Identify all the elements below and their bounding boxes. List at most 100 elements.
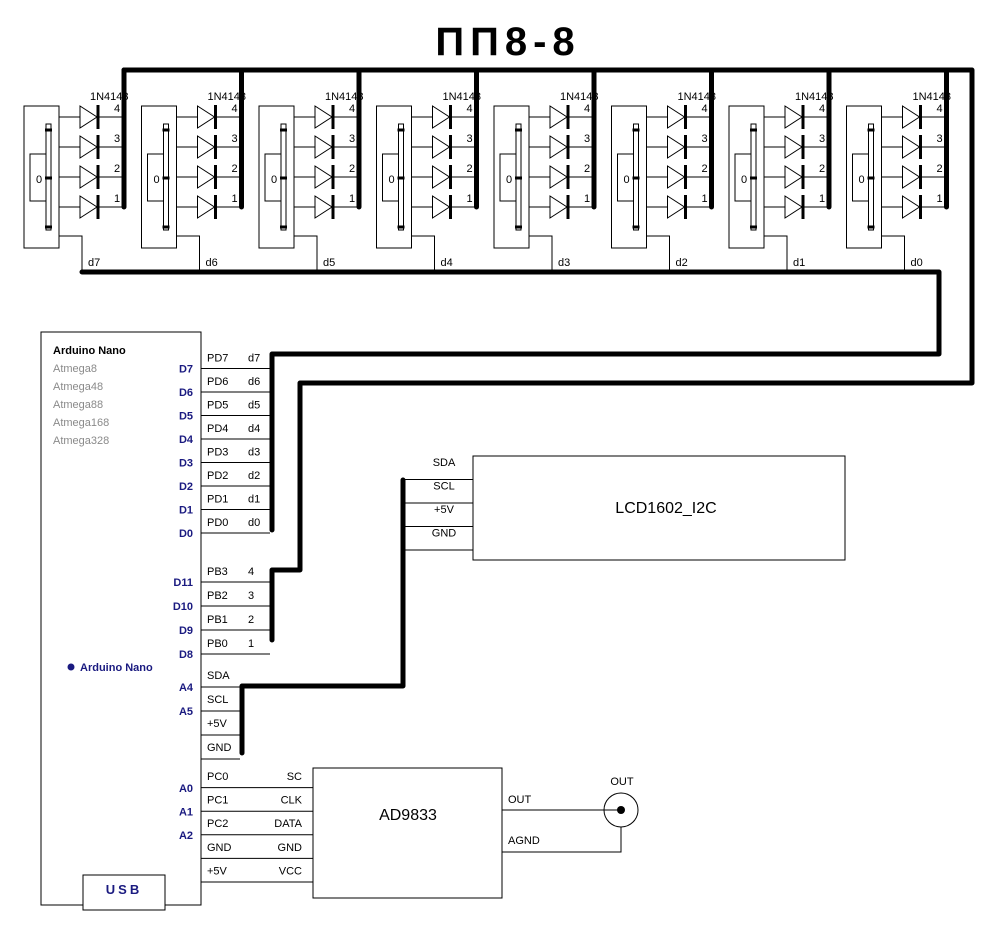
arduino-pin-label: D10 xyxy=(173,601,193,613)
switch-contact xyxy=(750,176,757,180)
pin-port-label: SCL xyxy=(207,694,228,706)
switch-contact xyxy=(45,128,52,132)
diode-icon xyxy=(314,195,333,219)
switch-contact xyxy=(515,225,522,229)
data-line-wire xyxy=(294,235,318,272)
top-bus xyxy=(121,67,975,643)
pin-net-label: d5 xyxy=(248,400,260,412)
diode-icon xyxy=(667,135,686,159)
diode-pin-label: 2 xyxy=(349,163,355,175)
mcu-variant: Atmega168 xyxy=(53,417,109,429)
pin-net-label: 4 xyxy=(248,566,254,578)
dds-agnd-label: AGND xyxy=(508,835,540,847)
switch-position-label: 0 xyxy=(859,174,865,186)
diode-icon xyxy=(432,105,451,129)
dds-agnd-wire xyxy=(502,827,622,853)
arduino-pin-label: D0 xyxy=(179,528,193,540)
arduino-nano: Arduino Nano Atmega8Atmega48Atmega88Atme… xyxy=(40,331,313,911)
switch-position-label: 0 xyxy=(624,174,630,186)
diode-part-label: 1N4148 xyxy=(208,91,247,103)
diode-icon xyxy=(784,195,803,219)
diode-icon xyxy=(549,195,568,219)
diode-part-label: 1N4148 xyxy=(560,91,599,103)
bus-wires xyxy=(239,477,406,756)
diode-icon xyxy=(902,195,921,219)
arduino-pin-label: D2 xyxy=(179,481,193,493)
diode-icon xyxy=(197,105,216,129)
diode-pin-label: 1 xyxy=(702,193,708,205)
diode-icon xyxy=(79,135,98,159)
pin-port-label: PB2 xyxy=(207,590,228,602)
diode-icon xyxy=(902,165,921,189)
diode-pin-label: 2 xyxy=(232,163,238,175)
diode-pin-label: 4 xyxy=(702,103,708,115)
diode-pin-label: 3 xyxy=(232,133,238,145)
pin-port-label: PD0 xyxy=(207,517,228,529)
diode-pin-label: 1 xyxy=(232,193,238,205)
diode-pin-label: 1 xyxy=(819,193,825,205)
pin-port-label: +5V xyxy=(207,718,228,730)
pin-net-label: d4 xyxy=(248,423,260,435)
pin-port-label: PD1 xyxy=(207,494,228,506)
bullet-icon xyxy=(67,663,75,671)
arduino-pin-label: D4 xyxy=(179,434,194,446)
data-line-label: d1 xyxy=(793,257,805,269)
switch-contact xyxy=(45,176,52,180)
diode-icon xyxy=(667,165,686,189)
switch-contact xyxy=(632,225,640,229)
mcu-variant: Atmega328 xyxy=(53,435,109,447)
arduino-pin-label: A5 xyxy=(179,706,193,718)
diode-pin-label: 2 xyxy=(114,163,120,175)
diode-part-label: 1N4148 xyxy=(90,91,129,103)
diode-pin-label: 1 xyxy=(584,193,590,205)
arduino-bottom-label: Arduino Nano xyxy=(80,662,153,674)
diode-icon xyxy=(79,165,98,189)
mcu-variant-list: Atmega8Atmega48Atmega88Atmega168Atmega32… xyxy=(53,363,109,447)
arduino-title: Arduino Nano xyxy=(53,345,126,357)
pin-port-label: PD3 xyxy=(207,447,228,459)
diode-icon xyxy=(667,195,686,219)
diode-pin-label: 3 xyxy=(584,133,590,145)
data-line-label: d2 xyxy=(676,257,688,269)
arduino-pin-label: D7 xyxy=(179,364,193,376)
arduino-pin-label: D8 xyxy=(179,649,193,661)
diode-icon xyxy=(902,105,921,129)
diode-pin-label: 3 xyxy=(467,133,473,145)
diode-icon xyxy=(784,135,803,159)
pin-port-label: PB0 xyxy=(207,638,228,650)
pin-port-label: PB1 xyxy=(207,614,228,626)
arduino-pin-label: A4 xyxy=(179,682,194,694)
usb-port xyxy=(82,874,166,911)
switch-contact xyxy=(45,225,52,229)
schematic-title: ПП8-8 xyxy=(435,20,580,64)
pin-port-label: +5V xyxy=(207,865,228,877)
pin-port-label: PD6 xyxy=(207,376,228,388)
diode-pin-label: 4 xyxy=(937,103,943,115)
switch-contact xyxy=(280,176,287,180)
data-line-label: d4 xyxy=(441,257,453,269)
switch-position-label: 0 xyxy=(36,174,42,186)
data-line-wire xyxy=(764,235,788,272)
switch-contact xyxy=(867,128,875,132)
pin-net-label: d0 xyxy=(248,517,260,529)
diode-part-label: 1N4148 xyxy=(325,91,364,103)
diode-icon xyxy=(432,165,451,189)
pin-net-label: 1 xyxy=(248,638,254,650)
diode-pin-label: 2 xyxy=(584,163,590,175)
diode-icon xyxy=(667,105,686,129)
diode-pin-label: 2 xyxy=(467,163,473,175)
pin-net-label: DATA xyxy=(274,818,302,830)
switch-contact xyxy=(632,176,640,180)
mcu-variant: Atmega8 xyxy=(53,363,97,375)
switch-contact xyxy=(632,128,640,132)
data-line-wire xyxy=(529,235,553,272)
data-line-label: d5 xyxy=(323,257,335,269)
connector-label: OUT xyxy=(610,776,634,788)
diode-pin-label: 3 xyxy=(114,133,120,145)
data-line-label: d3 xyxy=(558,257,570,269)
switch-contact xyxy=(162,176,170,180)
